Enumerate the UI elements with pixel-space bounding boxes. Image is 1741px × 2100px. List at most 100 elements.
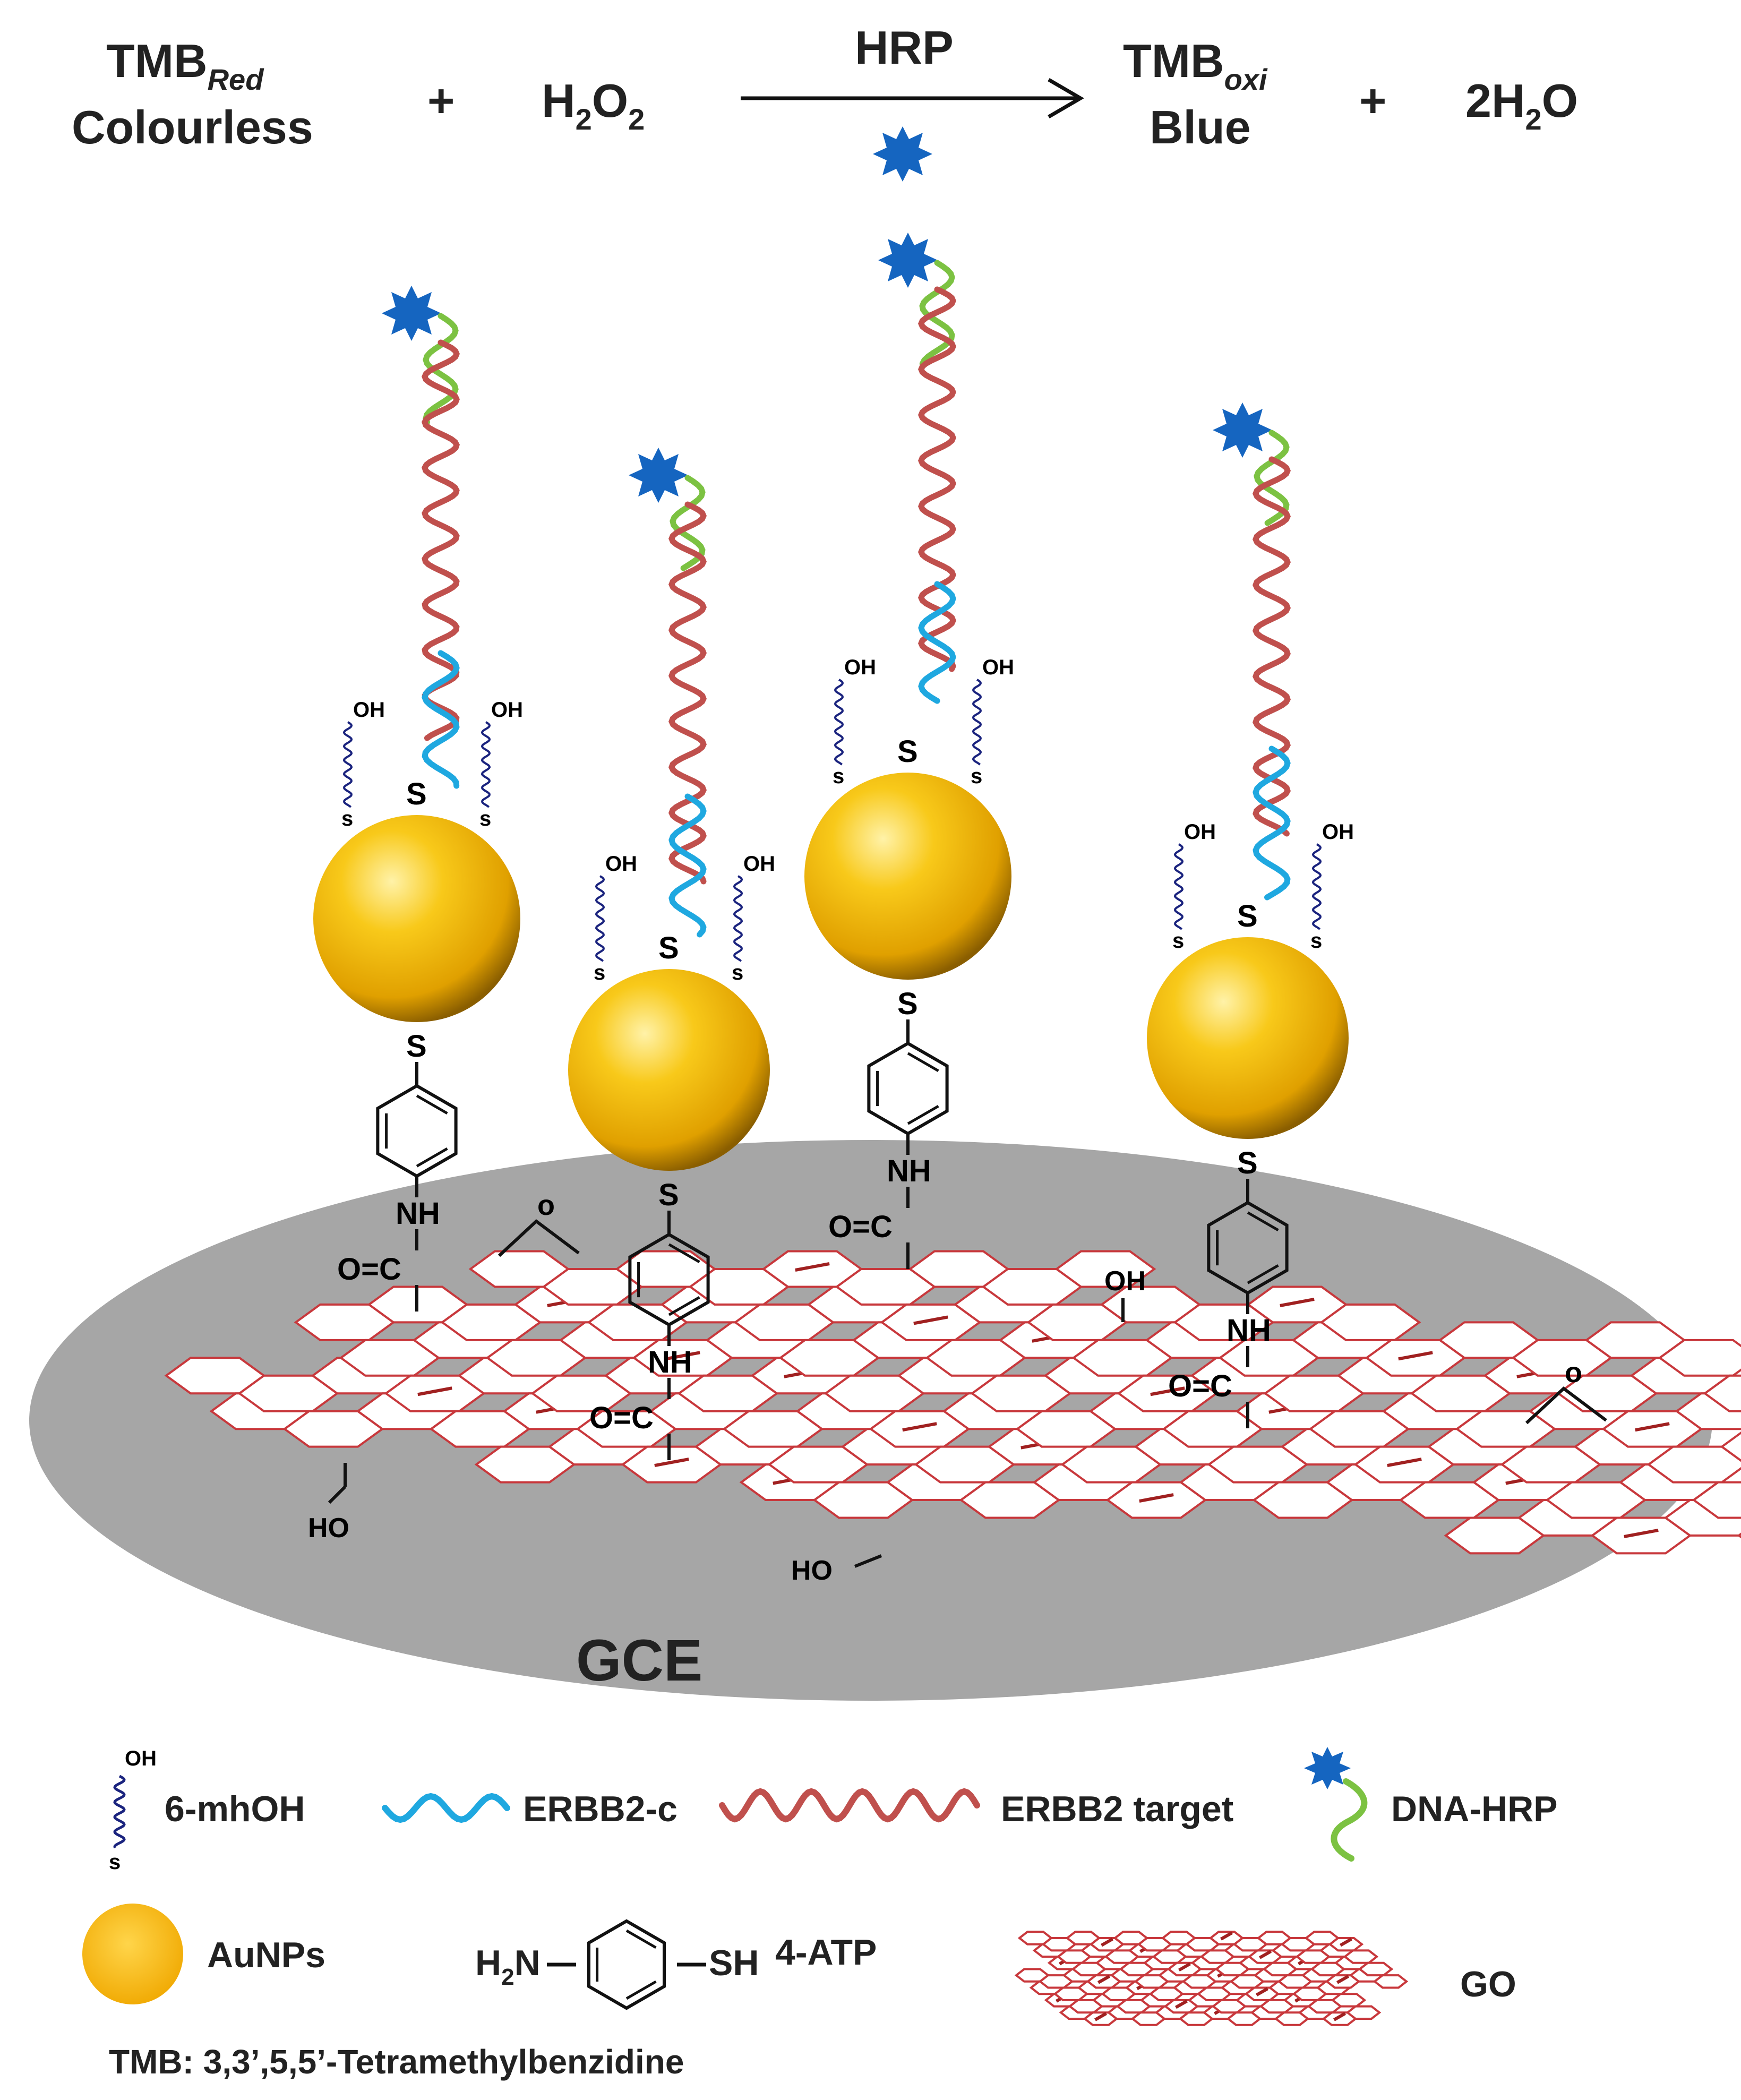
erbb2-capture-probe (918, 581, 956, 704)
legend-dna-hrp-label: DNA-HRP (1391, 1789, 1558, 1829)
graphene-double-bond (1139, 1493, 1174, 1503)
graphene-double-bond (1387, 1458, 1422, 1468)
graphene-hexagon (1328, 1937, 1364, 1952)
thiol-s-label: S (897, 734, 918, 769)
erbb2-capture-probe (668, 793, 707, 938)
benzene-double-bond (1247, 1211, 1279, 1232)
benzene-ring-icon (587, 1919, 666, 2010)
legend-erbb2-target: ERBB2 target (719, 1788, 1233, 1829)
graphene-double-bond (1150, 1386, 1185, 1396)
ho-label-1: HO (308, 1513, 349, 1544)
mhoh-oh-label: OH (1322, 820, 1354, 844)
legend-aunps: AuNPs (82, 1904, 325, 2004)
plus-sign-1: + (427, 74, 454, 127)
enzyme-label: HRP (855, 21, 954, 74)
graphene-hexagon (1343, 1949, 1379, 1964)
hrp-enzyme-icon (873, 126, 932, 182)
graphene-double-bond (1635, 1422, 1670, 1432)
reactant2-label: H2O2 (542, 74, 645, 136)
carbonyl-label: O=C (589, 1401, 654, 1435)
benzene-double-bond (668, 1243, 700, 1264)
carbonyl-label: O=C (1168, 1369, 1232, 1403)
mhoh-oh-label: OH (491, 698, 523, 722)
benzene-double-bond (625, 1980, 657, 2000)
mhoh-chain (342, 721, 353, 808)
legend-mhoh-oh: OH (125, 1747, 157, 1770)
graphene-hexagon (1703, 1374, 1741, 1412)
graphene-double-bond (1220, 1931, 1233, 1941)
mhoh-oh-label: OH (1184, 820, 1216, 844)
legend-go-label: GO (1460, 1964, 1516, 2004)
gold-nanoparticle (313, 815, 520, 1022)
graphene-double-bond (1101, 1938, 1113, 1947)
graphene-double-bond (1097, 1975, 1110, 1984)
graphene-double-bond (1280, 1297, 1315, 1307)
mhoh-s-label: s (732, 961, 743, 984)
reaction-equation: TMBRed Colourless + H2O2 HRP TMBoxi Blue… (72, 21, 1578, 182)
oh-label-go: OH (1104, 1266, 1146, 1297)
legend-erbb2c: ERBB2-c (382, 1789, 677, 1829)
hrp-enzyme-icon (878, 233, 938, 288)
graphene-double-bond (913, 1315, 948, 1325)
mhoh-s-label: s (833, 765, 844, 788)
graphene-hexagon (1692, 1481, 1741, 1519)
graphene-double-bond (795, 1262, 830, 1272)
benzene-double-bond (416, 1094, 448, 1115)
electrode-label: GCE (576, 1628, 702, 1693)
dna-hrp-reporter-strand (670, 475, 706, 571)
hrp-enzyme-icon (629, 448, 688, 503)
benzene-ring (587, 1919, 666, 2010)
ho-label-2: HO (791, 1555, 833, 1586)
legend-atp-thiol: SH (709, 1943, 759, 1983)
mhoh-chain (481, 721, 491, 808)
legend-mhoh-chain-icon (113, 1775, 126, 1849)
amide-nh-label: NH (1227, 1313, 1271, 1348)
graphene-double-bond (654, 1458, 689, 1468)
dna-hrp-reporter-strand (1254, 430, 1290, 526)
product1-label: TMBoxi (1123, 35, 1268, 96)
mhoh-oh-label: OH (605, 852, 637, 876)
erbb2-capture-probe (1253, 745, 1291, 901)
graphene-double-bond (1333, 2012, 1346, 2021)
mhoh-oh-label: OH (353, 698, 385, 722)
legend-atp-amine: H2N (475, 1943, 541, 1990)
go-epoxide-group-2: o (1525, 1357, 1607, 1425)
go-hydroxyl-group-1: HO (308, 1463, 349, 1544)
benzene-double-bond (668, 1296, 700, 1316)
mhoh-chain (972, 679, 982, 766)
go-hydroxyl-group-2: HO (791, 1554, 882, 1586)
graphene-hexagon (1345, 2005, 1382, 2020)
erbb2-target-strand (918, 286, 956, 672)
reaction-arrow (741, 78, 1084, 119)
atp-s-label: S (406, 1029, 427, 1064)
mhoh-s-label: s (594, 961, 605, 984)
hrp-enzyme-icon (1213, 402, 1272, 458)
graphene-double-bond (1259, 1950, 1272, 1959)
graphene-double-bond (665, 1351, 700, 1361)
legend-capture-strand-icon (382, 1793, 510, 1823)
graphene-double-bond (1624, 1528, 1659, 1538)
graphene-double-bond (1094, 2012, 1107, 2021)
carbonyl-label: O=C (828, 1210, 893, 1244)
graphene-hexagon (1331, 1993, 1367, 2008)
legend-mhoh-label: 6-mhOH (165, 1789, 305, 1829)
benzene-double-bond (907, 1052, 939, 1073)
mhoh-s-label: s (1310, 929, 1322, 953)
gold-nanoparticle (568, 969, 770, 1171)
graphene-double-bond (1175, 2000, 1188, 2009)
legend-erbb2c-label: ERBB2-c (523, 1789, 677, 1829)
reactant1-description: Colourless (72, 101, 313, 153)
benzene-ring (376, 1084, 458, 1178)
benzene-ring (867, 1041, 949, 1136)
hrp-enzyme-icon (382, 286, 441, 341)
go-epoxide-group-1: o (498, 1189, 580, 1257)
graphene-double-bond (1398, 1351, 1433, 1361)
legend-dna-hrp: DNA-HRP (1304, 1747, 1558, 1862)
mhoh-s-label: s (971, 765, 982, 788)
graphene-double-bond (1178, 1962, 1191, 1972)
legend-hrp-icon (1304, 1747, 1351, 1789)
mhoh-chain (1173, 843, 1184, 930)
erbb2-target-strand (668, 501, 707, 885)
